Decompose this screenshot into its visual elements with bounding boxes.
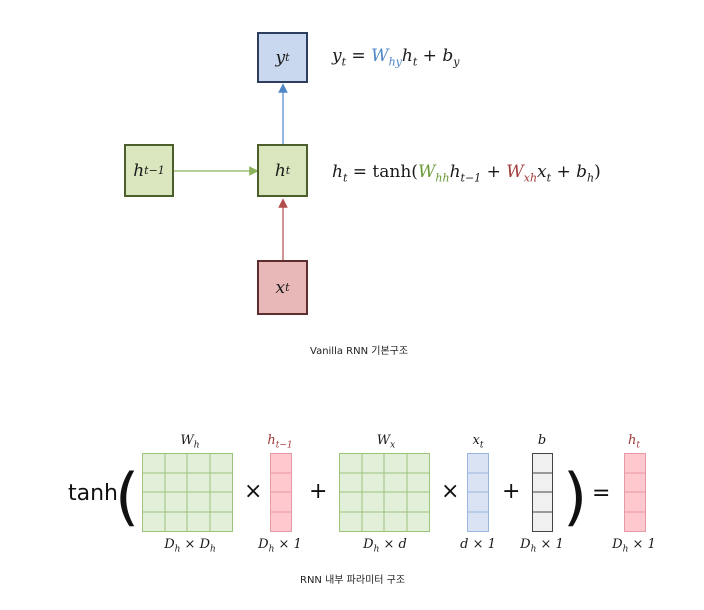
x-dim: d × 1 (460, 537, 496, 552)
rnn-arrows (174, 83, 288, 260)
b-label: b (537, 433, 547, 448)
tanh-label: tanh (68, 481, 118, 506)
b-vector (532, 453, 553, 532)
x-vector (467, 453, 489, 532)
hprev-vector (270, 453, 292, 532)
b-dim: Dh × 1 (520, 537, 564, 555)
wh-dim: Dh × Dh (164, 537, 216, 555)
equation-y: yt = Whyht + by (332, 46, 460, 69)
plus-1: + (309, 479, 328, 504)
h-dim: Dh × 1 (612, 537, 656, 555)
caption-top: Vanilla RNN 기본구조 (310, 346, 409, 357)
wx-dim: Dh × d (363, 537, 407, 555)
hprev-dim: Dh × 1 (258, 537, 302, 555)
x-label: xt (472, 433, 484, 451)
close-paren: ) (563, 460, 588, 533)
times-2: × (441, 479, 460, 504)
wh-label: Wh (180, 433, 200, 451)
wx-label: Wx (376, 433, 396, 451)
plus-2: + (502, 479, 521, 504)
caption-bottom: RNN 내부 파라미터 구조 (300, 575, 406, 586)
h-label: ht (628, 433, 640, 451)
equals-sign: = (592, 481, 611, 506)
h-vector (624, 453, 646, 532)
wx-matrix (339, 453, 430, 532)
open-paren: ( (115, 460, 140, 533)
equation-h: ht = tanh(Whhht−1 + Wxhxt + bh) (332, 162, 601, 185)
hprev-label: ht−1 (267, 433, 293, 451)
wh-matrix (142, 453, 233, 532)
times-1: × (244, 479, 263, 504)
